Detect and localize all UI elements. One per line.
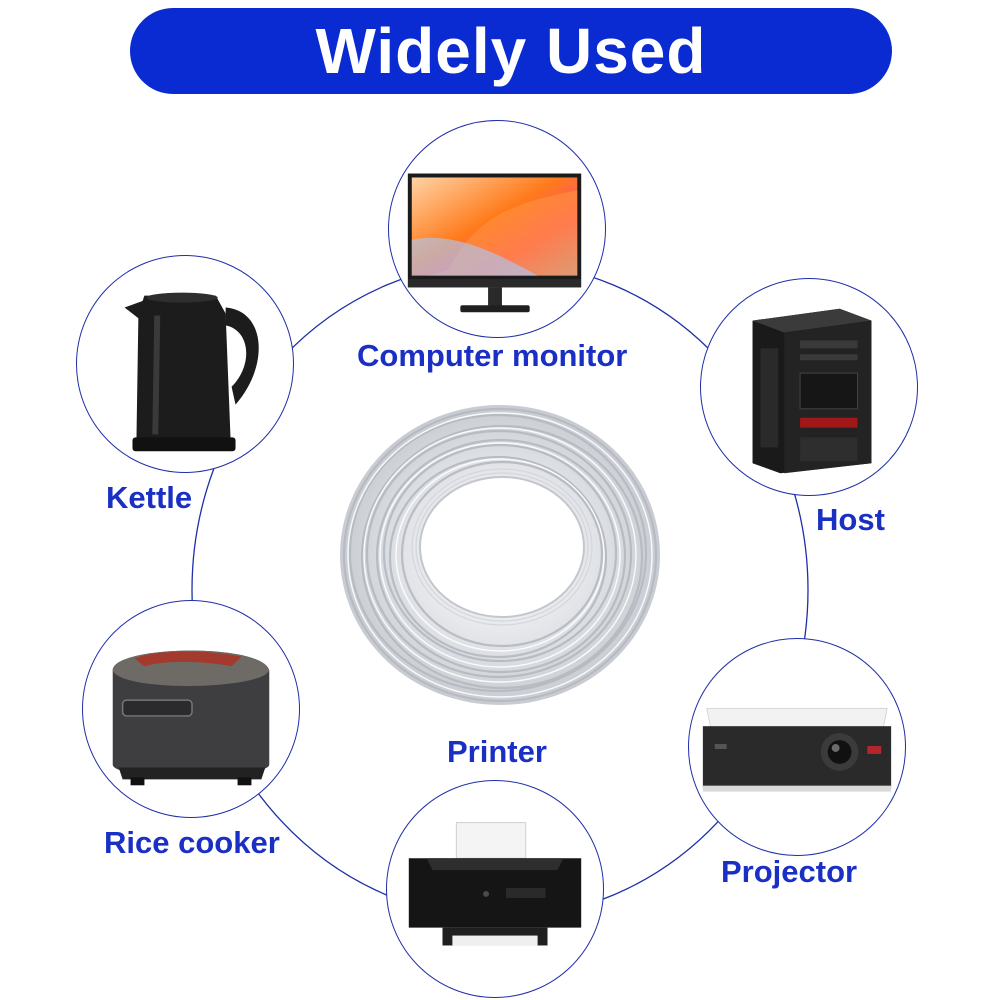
rice-cooker-icon <box>112 650 270 786</box>
label-kettle: Kettle <box>106 480 193 515</box>
title-banner: Widely Used <box>130 8 892 94</box>
banner-title: Widely Used <box>315 15 707 87</box>
label-rice-cooker: Rice cooker <box>104 825 280 860</box>
cable-coil-icon <box>340 405 660 705</box>
circle-projector <box>688 638 906 856</box>
circle-computer-monitor <box>388 120 606 338</box>
circle-rice-cooker <box>82 600 300 818</box>
host-tower-icon <box>752 308 872 474</box>
projector-icon <box>702 707 892 792</box>
printer-icon <box>408 822 582 946</box>
circle-host <box>700 278 918 496</box>
kettle-icon <box>124 292 259 452</box>
label-printer: Printer <box>447 734 547 769</box>
label-projector: Projector <box>721 854 858 889</box>
circle-printer <box>386 780 604 998</box>
label-host: Host <box>816 502 885 537</box>
label-computer-monitor: Computer monitor <box>357 338 628 373</box>
computer-monitor-icon <box>407 173 582 313</box>
circle-kettle <box>76 255 294 473</box>
